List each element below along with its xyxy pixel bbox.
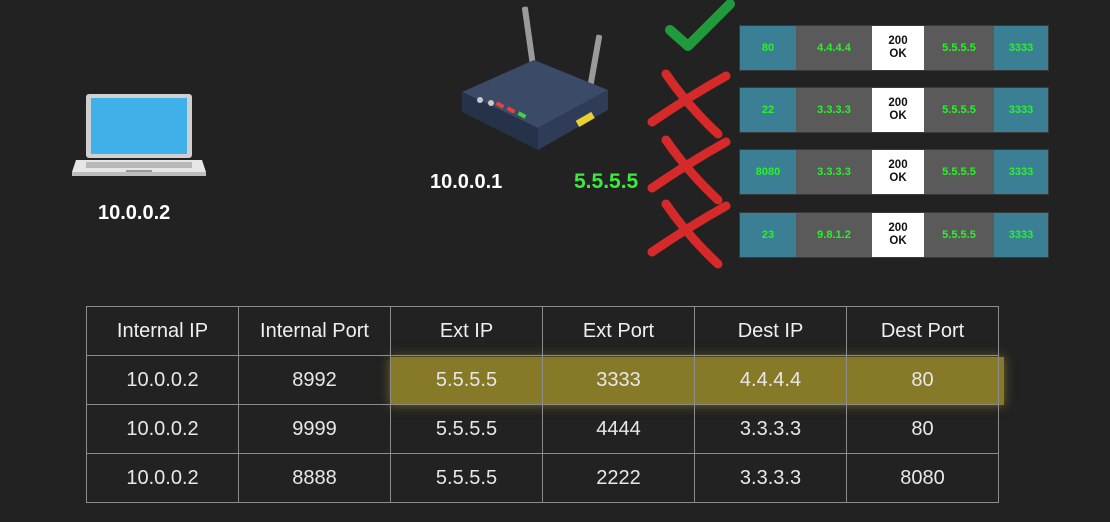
table-cell: 3.3.3.3: [694, 453, 847, 503]
packet-src-ip: 4.4.4.4: [796, 26, 872, 70]
table-row: 10.0.0.2 8992 5.5.5.5 3333 4.4.4.4 80: [86, 355, 999, 405]
table-row: 10.0.0.2 9999 5.5.5.5 4444 3.3.3.3 80: [86, 404, 999, 454]
packet-src-ip: 9.8.1.2: [796, 213, 872, 257]
table-cell: 9999: [238, 404, 391, 454]
table-row: 10.0.0.2 8888 5.5.5.5 2222 3.3.3.3 8080: [86, 453, 999, 503]
packet-dest-ip: 5.5.5.5: [924, 150, 994, 194]
table-cell: 8080: [846, 453, 999, 503]
packet-dest-port: 3333: [994, 26, 1048, 70]
table-cell: 80: [846, 355, 999, 405]
header-dest-ip: Dest IP: [694, 306, 847, 356]
table-cell: 10.0.0.2: [86, 404, 239, 454]
packet-src-ip: 3.3.3.3: [796, 88, 872, 132]
header-internal-port: Internal Port: [238, 306, 391, 356]
green-check-icon: [665, 0, 735, 51]
table-cell: 5.5.5.5: [390, 404, 543, 454]
packet-src-port: 23: [740, 213, 796, 257]
header-ext-port: Ext Port: [542, 306, 695, 356]
laptop-icon: [72, 94, 206, 176]
packet-src-ip: 3.3.3.3: [796, 150, 872, 194]
red-x-icon: [647, 135, 731, 205]
table-cell: 5.5.5.5: [390, 355, 543, 405]
packet-dest-port: 3333: [994, 88, 1048, 132]
table-header-row: Internal IP Internal Port Ext IP Ext Por…: [86, 306, 999, 356]
table-cell: 8992: [238, 355, 391, 405]
table-cell: 80: [846, 404, 999, 454]
packet-dest-port: 3333: [994, 150, 1048, 194]
table-cell: 2222: [542, 453, 695, 503]
packet-src-port: 80: [740, 26, 796, 70]
router-private-ip-label: 10.0.0.1: [430, 171, 503, 193]
packet-dest-ip: 5.5.5.5: [924, 26, 994, 70]
table-cell: 5.5.5.5: [390, 453, 543, 503]
router-public-ip-label: 5.5.5.5: [574, 170, 639, 193]
table-cell: 10.0.0.2: [86, 355, 239, 405]
table-cell: 3333: [542, 355, 695, 405]
header-internal-ip: Internal IP: [86, 306, 239, 356]
packet-src-port: 8080: [740, 150, 796, 194]
packet-src-port: 22: [740, 88, 796, 132]
header-ext-ip: Ext IP: [390, 306, 543, 356]
table-cell: 4444: [542, 404, 695, 454]
packet-dest-port: 3333: [994, 213, 1048, 257]
table-cell: 10.0.0.2: [86, 453, 239, 503]
router-icon: [462, 6, 608, 150]
red-x-icon: [647, 199, 731, 269]
laptop-ip-label: 10.0.0.2: [98, 202, 171, 224]
table-cell: 3.3.3.3: [694, 404, 847, 454]
packet-dest-ip: 5.5.5.5: [924, 213, 994, 257]
table-cell: 8888: [238, 453, 391, 503]
red-x-icon: [647, 69, 731, 139]
nat-table: Internal IP Internal Port Ext IP Ext Por…: [86, 306, 999, 503]
header-dest-port: Dest Port: [846, 306, 999, 356]
table-cell: 4.4.4.4: [694, 355, 847, 405]
packet-dest-ip: 5.5.5.5: [924, 88, 994, 132]
